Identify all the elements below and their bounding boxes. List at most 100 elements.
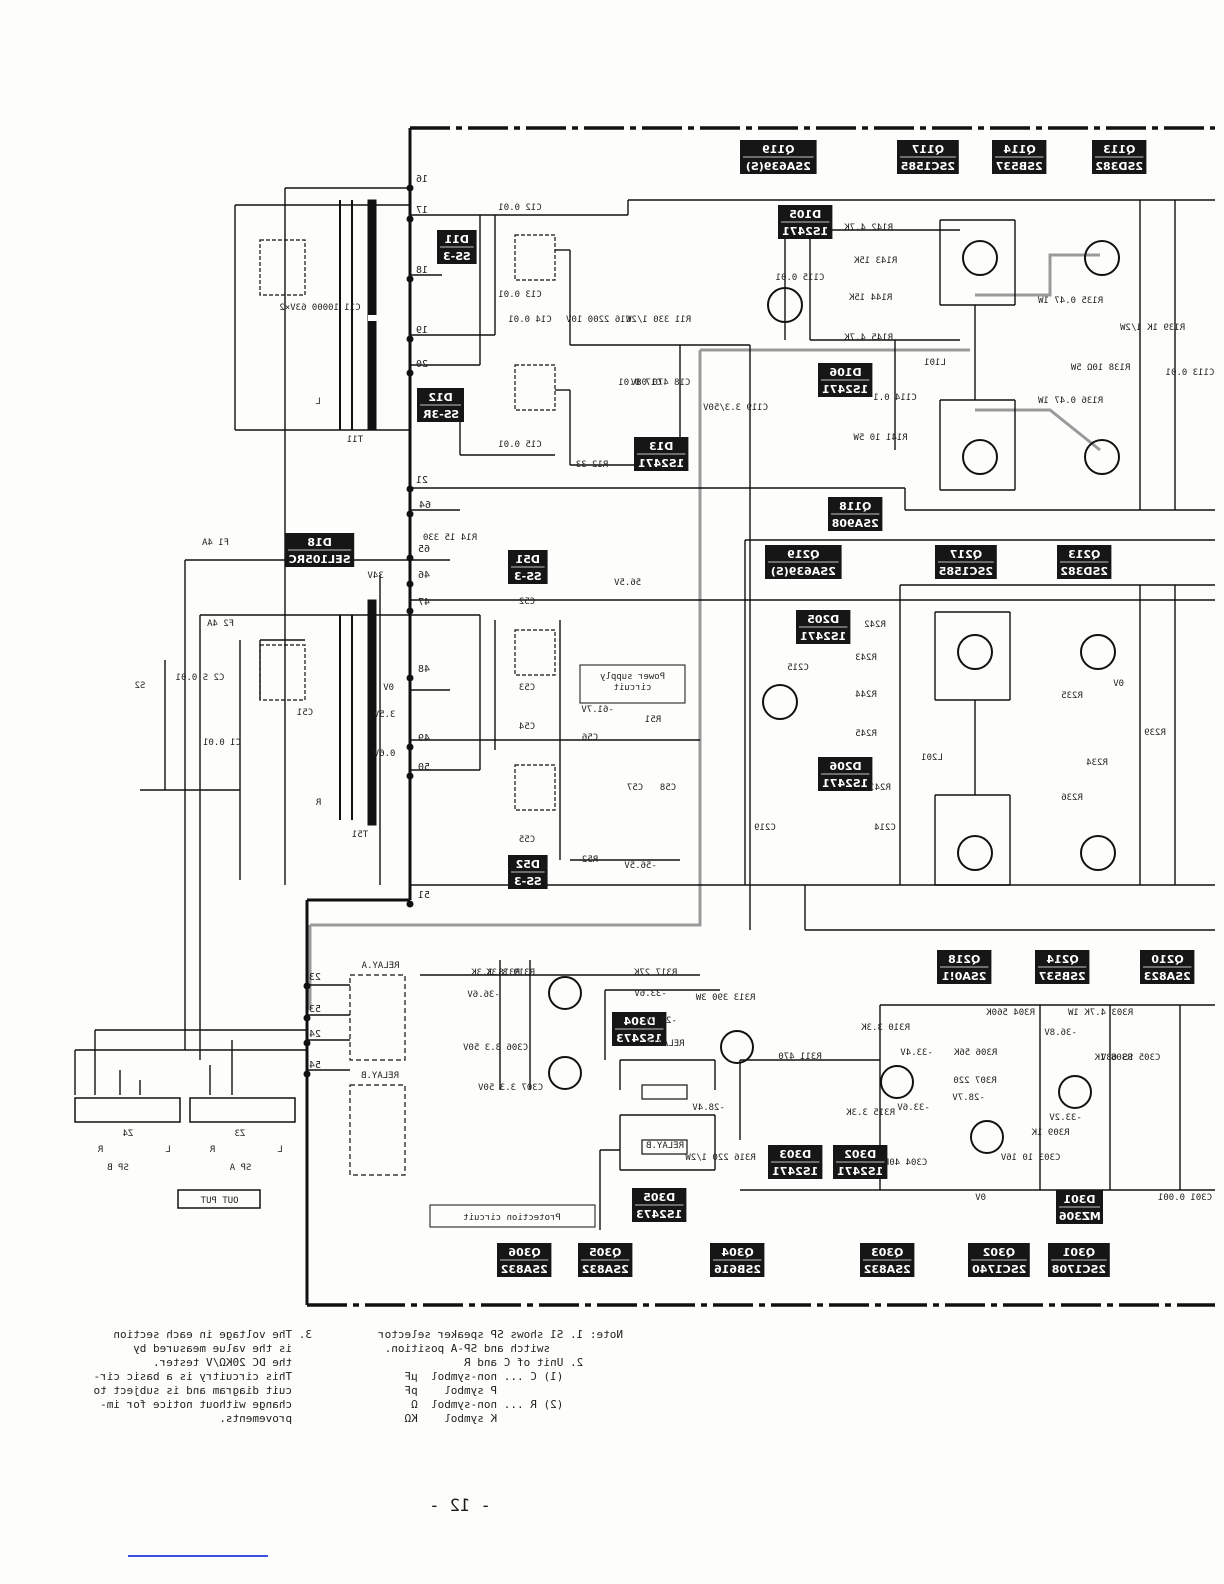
z4-label: Z4	[123, 1129, 134, 1139]
badge-ref: Q114	[1003, 143, 1036, 156]
badge-ref: D13	[649, 440, 673, 453]
badge-part: 1S2471	[772, 1165, 818, 1178]
label-c2: C2 S 0.01	[176, 673, 225, 683]
pin-dot	[406, 900, 414, 908]
badge-part: 2SB616	[714, 1263, 761, 1276]
transformer-r-label: R	[315, 798, 321, 808]
transistor-symbols	[548, 240, 1120, 1154]
pin-dot	[406, 335, 414, 343]
voltage-v1: 56.5V	[613, 578, 641, 588]
label-relay_a2: RELAY A	[646, 1039, 685, 1049]
badge-ref: Q302	[983, 1246, 1015, 1259]
channel-l-label: L	[277, 1145, 282, 1155]
badge-part: SS-3	[514, 875, 542, 888]
label-c15: C15 0.01	[498, 440, 541, 450]
label-r11: R11 330 1/2W	[625, 315, 691, 325]
label-c51: C51	[297, 708, 313, 718]
badge-part: 1S2473	[636, 1208, 682, 1221]
label-c12: C12 0.01	[498, 203, 541, 213]
label-r145: R145 4.7K	[844, 333, 893, 343]
label-r311: R311 470	[778, 1052, 821, 1062]
label-c17: C17 0.01	[618, 378, 661, 388]
voltage-v18: 0V	[975, 1193, 986, 1203]
sp-a-label: SP A	[229, 1163, 251, 1173]
pin-dot	[406, 485, 414, 493]
pin-dot	[406, 369, 414, 377]
pin-dot	[406, 275, 414, 283]
badge-ref: D206	[829, 760, 861, 773]
badge-ref: D52	[516, 858, 540, 871]
badge-part: 1S2471	[800, 630, 846, 643]
badge-part: 2SD382	[1095, 160, 1143, 173]
label-r144: R144 15K	[848, 293, 892, 303]
badge-ref: Q118	[839, 500, 871, 513]
sp-b-label: SP B	[107, 1163, 129, 1173]
pin-65: 65	[418, 544, 430, 555]
badge-ref: Q301	[1063, 1246, 1095, 1259]
pin-dot	[406, 607, 414, 615]
voltage-v17: -36.8V	[1044, 1028, 1077, 1038]
label-c18: C18 470 08V	[630, 378, 690, 388]
badge-ref: D18	[307, 536, 331, 549]
part-badges: Q1192SA639(S)Q1172SC1585Q1142SB537Q1132S…	[285, 140, 1195, 1277]
signal-traces	[308, 253, 1101, 1010]
pin-dot	[406, 674, 414, 682]
label-c113: C113 0.01	[1166, 368, 1215, 378]
badge-q218: Q218 2SA0!1	[937, 950, 992, 984]
transformer-t51	[339, 599, 377, 826]
label-relay_a: RELAY.A	[361, 961, 400, 971]
label-l101: L101	[924, 358, 946, 368]
badge-part: SS-3	[514, 570, 542, 583]
voltage-v11: -27.7V	[644, 1016, 677, 1026]
pin-dot	[303, 1070, 311, 1078]
pin-23: 23	[309, 972, 321, 983]
pin-dot	[406, 554, 414, 562]
label-r12: R12 33	[576, 460, 609, 470]
label-c14: C14 0.01	[508, 315, 551, 325]
badge-part: 1S2471	[822, 383, 868, 396]
badge-ref: D302	[844, 1148, 876, 1161]
label-c304: C304 40P	[883, 1158, 927, 1168]
label-r138: R138 10Ω 5W	[1070, 363, 1130, 373]
badge-ref: Q218	[948, 953, 980, 966]
label-r51: R51	[645, 715, 661, 725]
label-r239: R239	[1144, 728, 1166, 738]
badge-ref: Q303	[871, 1246, 903, 1259]
badge-part: 2SA0!1	[942, 970, 986, 983]
badge-part: 2SC1585	[901, 160, 955, 173]
label-c56: C56	[582, 733, 598, 743]
badge-part: 2SD382	[1060, 565, 1108, 578]
pin-dot	[303, 1039, 311, 1047]
pin-dot	[406, 215, 414, 223]
label-c58: C58	[660, 783, 676, 793]
label-r235: R235	[1061, 691, 1083, 701]
voltage-v5: 0V	[383, 683, 394, 693]
badge-ref: D12	[428, 391, 452, 404]
badge-ref: Q214	[1046, 953, 1079, 966]
pin-48: 48	[418, 664, 430, 675]
label-c13: C13 0.01	[498, 290, 541, 300]
relay-coils	[641, 1084, 688, 1155]
pin-17: 17	[416, 205, 428, 216]
badge-part: SS-3R	[422, 408, 459, 421]
label-c1: C1 0.01	[203, 738, 241, 748]
badge-part: 2SB537	[996, 160, 1043, 173]
label-r139: R139 1K 1/2W	[1119, 323, 1185, 333]
voltage-v9: -36.6V	[467, 990, 500, 1000]
badge-ref: D304	[623, 1015, 655, 1028]
pin-dot	[406, 772, 414, 780]
